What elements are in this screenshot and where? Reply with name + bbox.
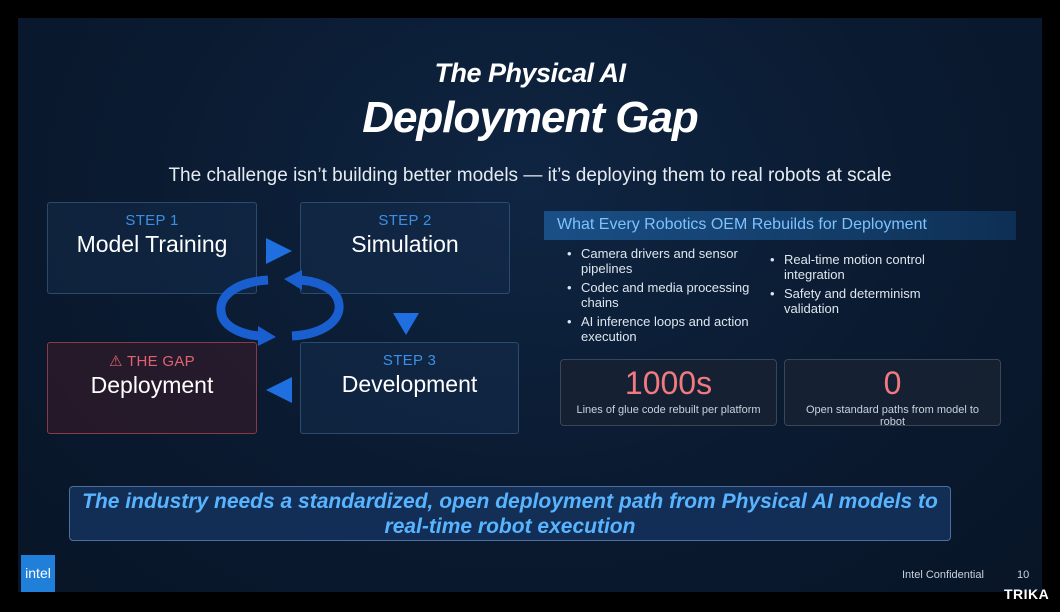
step-3-name: Development bbox=[341, 371, 478, 397]
step-2-label: STEP 2 bbox=[378, 212, 432, 229]
step-model-training: STEP 1 Model Training bbox=[47, 202, 257, 294]
stat-value: 0 bbox=[883, 365, 902, 401]
step-simulation: STEP 2 Simulation bbox=[300, 202, 510, 294]
step-deployment-gap: ⚠ THE GAP Deployment bbox=[47, 342, 257, 434]
bullet-list-left: Camera drivers and sensor pipelines Code… bbox=[564, 246, 774, 348]
arrow-left-icon bbox=[266, 377, 292, 403]
watermark: TRIKA bbox=[1004, 586, 1050, 602]
stat-open-paths: 0 Open standard paths from model to robo… bbox=[784, 359, 1001, 428]
slide: The Physical AI Deployment Gap The chall… bbox=[18, 18, 1042, 592]
stat-value: 1000s bbox=[624, 365, 713, 401]
step-1-name: Model Training bbox=[76, 231, 228, 257]
list-item: Real-time motion control integration bbox=[767, 252, 972, 282]
list-item: Safety and determinism validation bbox=[767, 286, 972, 316]
page-number: 10 bbox=[1017, 569, 1030, 581]
title-line-1: The Physical AI bbox=[434, 58, 626, 88]
gap-label: ⚠ THE GAP bbox=[109, 353, 195, 370]
confidential-label: Intel Confidential bbox=[902, 569, 984, 581]
list-item: Codec and media processing chains bbox=[564, 280, 774, 310]
subtitle: The challenge isn’t building better mode… bbox=[168, 165, 892, 186]
bullet-list-right: Real-time motion control integration Saf… bbox=[767, 252, 972, 320]
step-1-label: STEP 1 bbox=[125, 212, 179, 229]
stat-caption: Lines of glue code rebuilt per platform bbox=[576, 404, 761, 416]
call-to-action-banner: The industry needs a standardized, open … bbox=[69, 486, 951, 541]
list-item: Camera drivers and sensor pipelines bbox=[564, 246, 774, 276]
cycle-arrows-icon bbox=[216, 270, 344, 346]
step-2-name: Simulation bbox=[351, 231, 459, 257]
step-development: STEP 3 Development bbox=[300, 342, 519, 434]
title-line-2: Deployment Gap bbox=[362, 93, 699, 142]
panel-heading: What Every Robotics OEM Rebuilds for Dep… bbox=[544, 211, 1016, 240]
list-item: AI inference loops and action execution bbox=[564, 314, 774, 344]
stat-glue-code: 1000s Lines of glue code rebuilt per pla… bbox=[560, 359, 777, 426]
gap-name: Deployment bbox=[90, 372, 214, 398]
arrow-right-icon bbox=[266, 238, 292, 264]
step-3-label: STEP 3 bbox=[382, 352, 437, 369]
stat-caption: Open standard paths from model to robot bbox=[805, 404, 980, 428]
arrow-down-icon bbox=[393, 313, 419, 335]
intel-logo: intel bbox=[21, 555, 55, 592]
